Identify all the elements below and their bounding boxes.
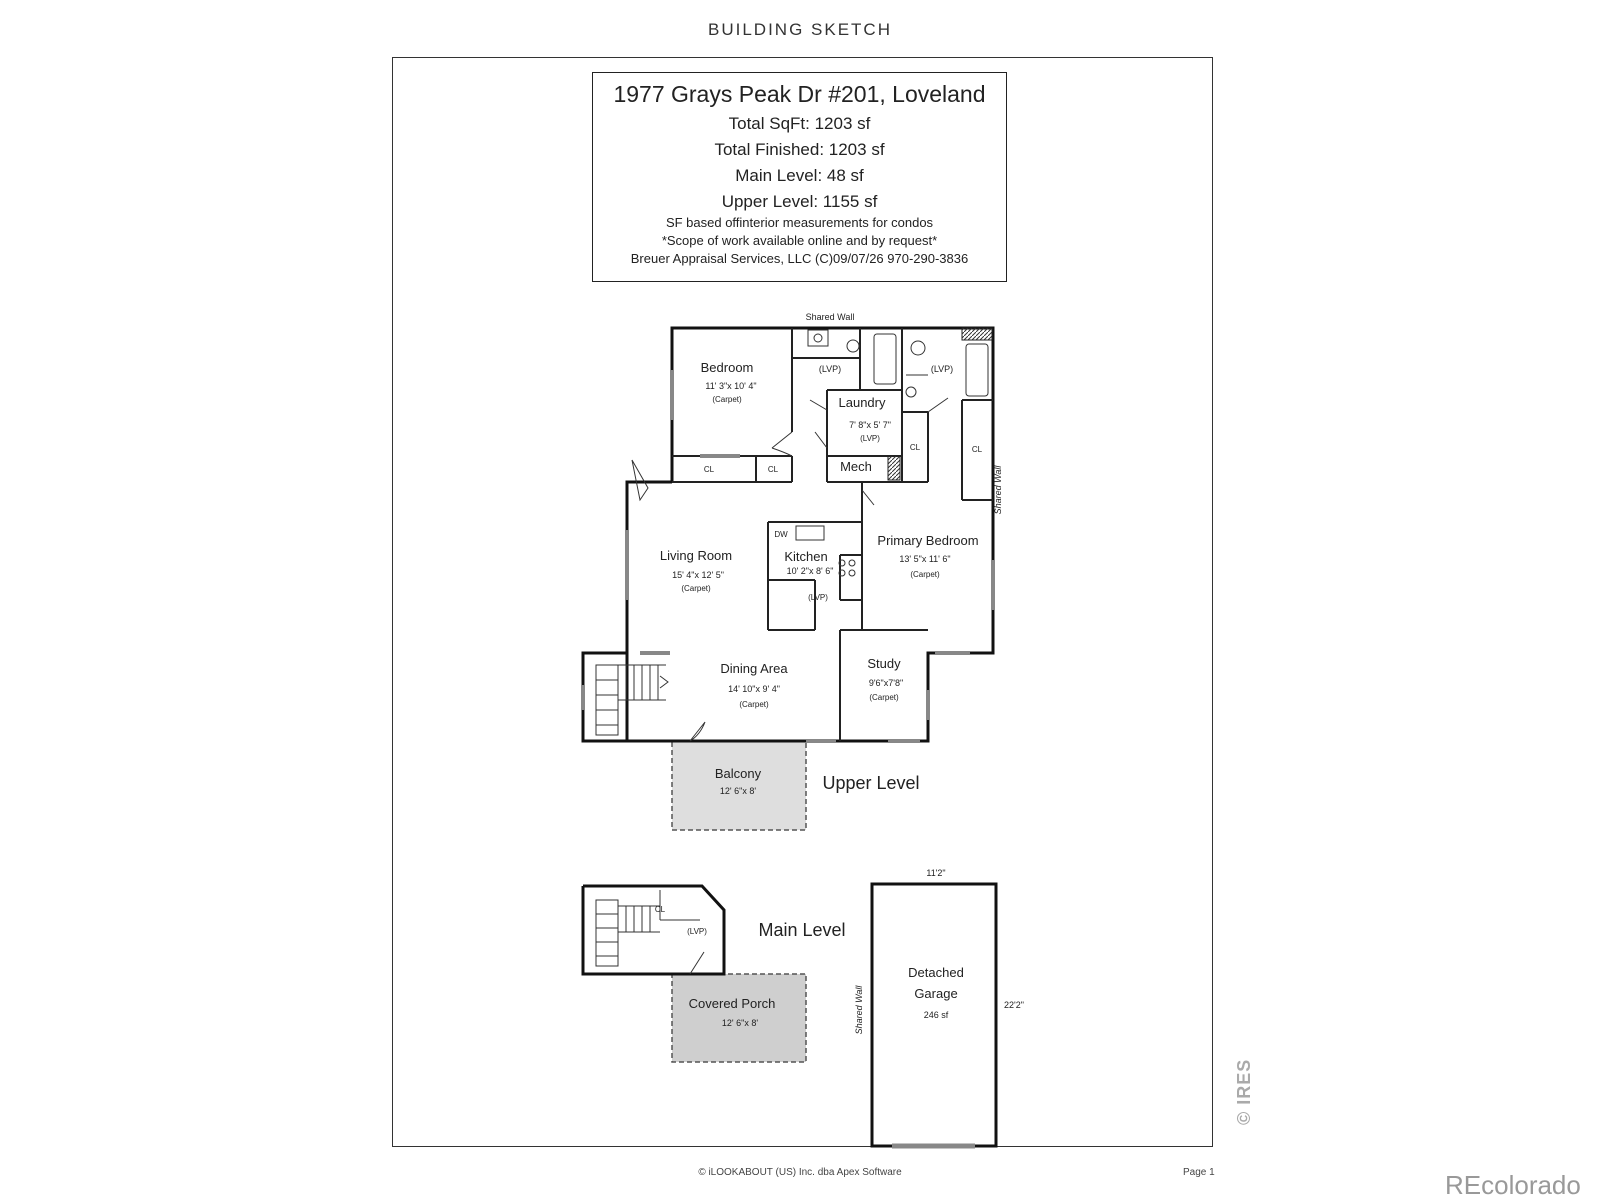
kitchen-dimensions: 10' 2"x 8' 6" bbox=[787, 566, 834, 576]
total-finished: Total Finished: 1203 sf bbox=[714, 140, 885, 159]
study-floor: (Carpet) bbox=[869, 693, 899, 702]
living-room-dimensions: 15' 4"x 12' 5" bbox=[672, 570, 724, 580]
laundry-dimensions: 7' 8"x 5' 7" bbox=[849, 420, 891, 430]
laundry-label: Laundry bbox=[839, 395, 886, 410]
main-level-floor: (LVP) bbox=[687, 927, 707, 936]
main-level-walls bbox=[581, 884, 726, 976]
hatched-chase bbox=[887, 455, 901, 481]
kitchen-label: Kitchen bbox=[784, 549, 827, 564]
total-sqft: Total SqFt: 1203 sf bbox=[728, 114, 871, 133]
kitchen-floor: (LVP) bbox=[808, 593, 828, 602]
mech-label: Mech bbox=[840, 459, 872, 474]
primary-bedroom-dimensions: 13' 5"x 11' 6" bbox=[899, 554, 950, 564]
bedroom-label: Bedroom bbox=[701, 360, 754, 375]
plan-labels: Shared Wall Shared Wall Shared Wall Bedr… bbox=[655, 312, 1024, 1034]
closet-label: CL bbox=[910, 443, 921, 452]
upper-level-sqft: Upper Level: 1155 sf bbox=[721, 192, 878, 211]
garage-sf: 246 sf bbox=[924, 1010, 949, 1020]
primary-bedroom-label: Primary Bedroom bbox=[877, 533, 978, 548]
living-room-label: Living Room bbox=[660, 548, 732, 563]
hatched-chase bbox=[961, 327, 993, 341]
bath-floor-2: (LVP) bbox=[931, 364, 953, 374]
page-number: Page 1 bbox=[1183, 1167, 1215, 1178]
closet-label: CL bbox=[704, 465, 715, 474]
scope-note: *Scope of work available online and by r… bbox=[661, 233, 938, 248]
closet-label: CL bbox=[768, 465, 779, 474]
balcony-label: Balcony bbox=[715, 766, 762, 781]
laundry-floor: (LVP) bbox=[860, 434, 880, 443]
garage-depth: 22'2" bbox=[1004, 1000, 1024, 1010]
bedroom-floor: (Carpet) bbox=[712, 395, 742, 404]
bath-floor-1: (LVP) bbox=[819, 364, 841, 374]
living-room-floor: (Carpet) bbox=[681, 584, 711, 593]
upper-stairs bbox=[595, 664, 669, 736]
study-label: Study bbox=[867, 656, 901, 671]
shared-wall-top: Shared Wall bbox=[806, 312, 855, 322]
shared-wall-garage: Shared Wall bbox=[854, 985, 864, 1035]
garage-label-line1: Detached bbox=[908, 965, 964, 980]
dining-area-dimensions: 14' 10"x 9' 4" bbox=[728, 684, 780, 694]
page-heading: BUILDING SKETCH bbox=[708, 20, 892, 39]
main-level-sqft: Main Level: 48 sf bbox=[735, 166, 864, 185]
porch-label: Covered Porch bbox=[689, 996, 776, 1011]
main-stairs bbox=[595, 890, 705, 975]
appraiser-credit: Breuer Appraisal Services, LLC (C)09/07/… bbox=[630, 251, 969, 266]
dining-area-label: Dining Area bbox=[720, 661, 788, 676]
closet-label: CL bbox=[655, 905, 666, 914]
dining-area-floor: (Carpet) bbox=[739, 700, 769, 709]
dishwasher-label: DW bbox=[774, 530, 788, 539]
property-address: 1977 Grays Peak Dr #201, Loveland bbox=[613, 81, 986, 107]
balcony-dimensions: 12' 6"x 8' bbox=[720, 786, 756, 796]
closet-label: CL bbox=[972, 445, 983, 454]
bedroom-dimensions: 11' 3"x 10' 4" bbox=[705, 381, 756, 391]
garage-width: 11'2" bbox=[926, 868, 945, 878]
porch-dimensions: 12' 6"x 8' bbox=[722, 1018, 758, 1028]
measurement-note: SF based offinterior measurements for co… bbox=[665, 215, 934, 230]
porch-area bbox=[671, 973, 807, 1063]
recolorado-watermark: REcolorado bbox=[1445, 1170, 1581, 1200]
study-dimensions: 9'6"x7'8" bbox=[869, 678, 903, 688]
doors bbox=[631, 397, 949, 742]
sketch-frame bbox=[392, 57, 1213, 1147]
bath-fixtures bbox=[807, 329, 989, 398]
shared-wall-right: Shared Wall bbox=[993, 465, 1003, 515]
kitchen-fixtures bbox=[795, 525, 856, 577]
property-info-box: 1977 Grays Peak Dr #201, Loveland Total … bbox=[592, 72, 1007, 282]
windows bbox=[581, 370, 995, 743]
software-credit: © iLOOKABOUT (US) Inc. dba Apex Software bbox=[698, 1167, 902, 1178]
garage-label-line2: Garage bbox=[914, 986, 957, 1001]
main-level-label: Main Level bbox=[758, 920, 845, 940]
primary-bedroom-floor: (Carpet) bbox=[910, 570, 940, 579]
upper-level-label: Upper Level bbox=[822, 773, 919, 793]
ires-watermark: © IRES bbox=[1234, 1058, 1254, 1125]
